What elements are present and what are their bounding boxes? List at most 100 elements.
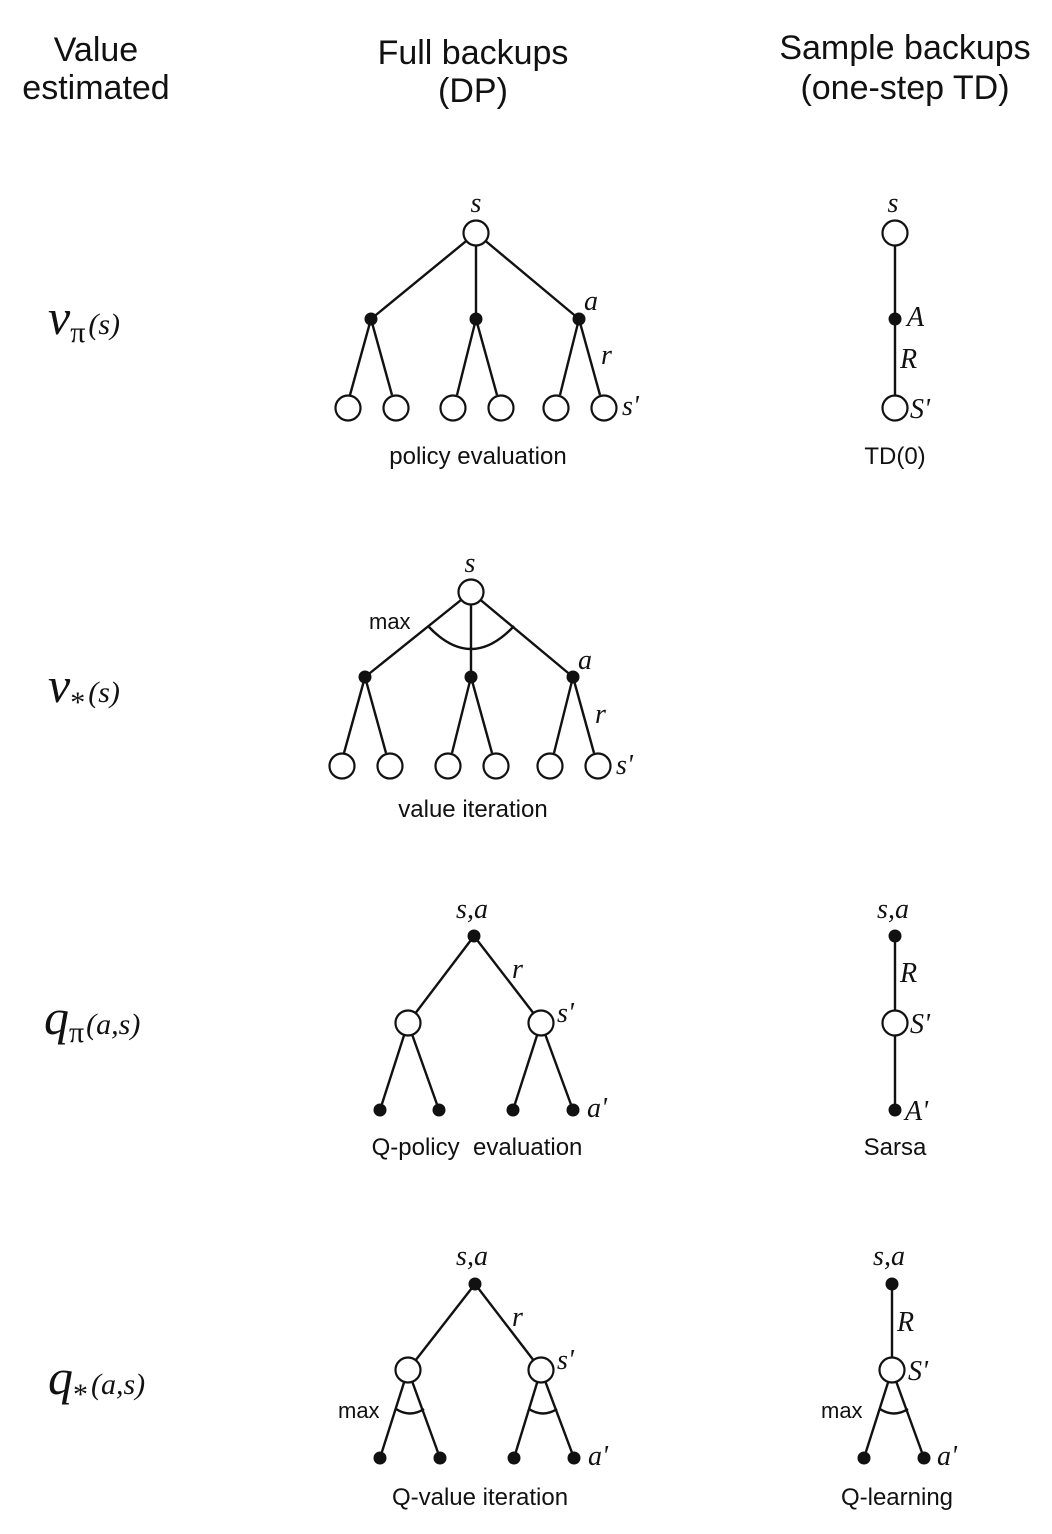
state-node <box>527 1009 555 1037</box>
next-state-node <box>376 752 404 780</box>
action-node <box>566 670 580 684</box>
label-action: a <box>584 286 598 317</box>
next-state-node <box>434 752 462 780</box>
action-node <box>358 670 372 684</box>
next-action-node <box>373 1103 387 1117</box>
max-arc <box>879 1407 909 1415</box>
label-next-action: a' <box>588 1441 609 1472</box>
caption: TD(0) <box>864 443 925 470</box>
next-state-node <box>878 1356 906 1384</box>
value-arguments: (s) <box>88 676 120 709</box>
header-sample-line1: Sample backups <box>779 29 1030 67</box>
label-reward: R <box>899 344 917 375</box>
label-reward: r <box>512 1302 523 1333</box>
label-root: s,a <box>873 1241 905 1272</box>
row-label-q-pi: qπ(a,s) <box>44 989 140 1049</box>
next-state-node <box>881 394 909 422</box>
label-max: max <box>338 1398 380 1423</box>
label-next-state: S' <box>908 1356 929 1387</box>
label-reward: r <box>595 699 606 730</box>
state-node <box>462 219 490 247</box>
label-next-state: s' <box>616 750 634 781</box>
value-symbol: v <box>48 289 71 345</box>
caption: Q-learning <box>841 1484 953 1511</box>
next-state-node <box>382 394 410 422</box>
state-node <box>527 1356 555 1384</box>
action-node <box>888 312 902 326</box>
label-root: s <box>465 548 476 579</box>
next-state-node <box>590 394 618 422</box>
label-max: max <box>369 609 411 634</box>
value-arguments: (a,s) <box>86 1008 140 1041</box>
action-node <box>572 312 586 326</box>
header-sample-line2: (one-step TD) <box>800 69 1009 107</box>
label-action: A <box>905 302 925 333</box>
caption: policy evaluation <box>389 443 566 470</box>
row-label-v-pi: vπ(s) <box>48 289 120 349</box>
label-root: s <box>471 188 482 219</box>
svg-text:vπ(s): vπ(s) <box>48 289 120 349</box>
label-reward: R <box>896 1307 914 1338</box>
header-full-line1: Full backups <box>378 34 569 72</box>
value-subscript: π <box>70 316 85 349</box>
next-action-node <box>888 1103 902 1117</box>
diagram-value-iteration: s max a r s' value iteration <box>328 548 634 823</box>
next-action-node <box>507 1451 521 1465</box>
row-label-v-star: v*(s) <box>48 657 120 719</box>
next-action-node <box>917 1451 931 1465</box>
next-state-node <box>881 1009 909 1037</box>
next-action-node <box>432 1103 446 1117</box>
action-node <box>888 929 902 943</box>
caption: value iteration <box>398 796 547 823</box>
next-state-node <box>439 394 467 422</box>
label-next-action: A' <box>903 1096 929 1127</box>
svg-text:v*(s): v*(s) <box>48 657 120 719</box>
label-reward: r <box>512 954 523 985</box>
action-node <box>364 312 378 326</box>
svg-text:q*(a,s): q*(a,s) <box>48 1349 145 1411</box>
value-symbol: q <box>44 989 69 1045</box>
next-state-node <box>487 394 515 422</box>
state-node <box>394 1009 422 1037</box>
next-action-node <box>857 1451 871 1465</box>
action-node <box>467 929 481 943</box>
label-action: a <box>578 645 592 676</box>
label-next-state: s' <box>557 998 575 1029</box>
caption: Sarsa <box>864 1134 927 1161</box>
value-arguments: (a,s) <box>91 1368 145 1401</box>
svg-text:qπ(a,s): qπ(a,s) <box>44 989 140 1049</box>
caption: Q-policy evaluation <box>372 1134 583 1161</box>
action-node <box>468 1277 482 1291</box>
next-state-node <box>334 394 362 422</box>
next-action-node <box>433 1451 447 1465</box>
next-state-node <box>536 752 564 780</box>
state-node <box>457 578 485 606</box>
next-action-node <box>566 1103 580 1117</box>
action-node <box>469 312 483 326</box>
next-action-node <box>506 1103 520 1117</box>
action-node <box>885 1277 899 1291</box>
value-subscript: * <box>73 1378 88 1411</box>
value-symbol: v <box>48 657 71 713</box>
value-subscript: * <box>70 686 85 719</box>
label-next-action: a' <box>937 1441 958 1472</box>
max-arc <box>528 1407 558 1415</box>
header-value-line2: estimated <box>22 69 169 107</box>
label-next-state: s' <box>622 391 640 422</box>
max-arc <box>395 1407 425 1415</box>
max-arc <box>427 625 515 651</box>
label-next-state: s' <box>557 1345 575 1376</box>
next-state-node <box>542 394 570 422</box>
value-subscript: π <box>69 1016 84 1049</box>
caption: Q-value iteration <box>392 1484 568 1511</box>
next-state-node <box>482 752 510 780</box>
next-action-node <box>373 1451 387 1465</box>
label-root: s,a <box>877 894 909 925</box>
state-node <box>394 1356 422 1384</box>
next-state-node <box>328 752 356 780</box>
label-reward: R <box>899 958 917 989</box>
label-max: max <box>821 1398 863 1423</box>
next-action-node <box>567 1451 581 1465</box>
diagram-td0: s A R S' TD(0) <box>864 188 931 470</box>
